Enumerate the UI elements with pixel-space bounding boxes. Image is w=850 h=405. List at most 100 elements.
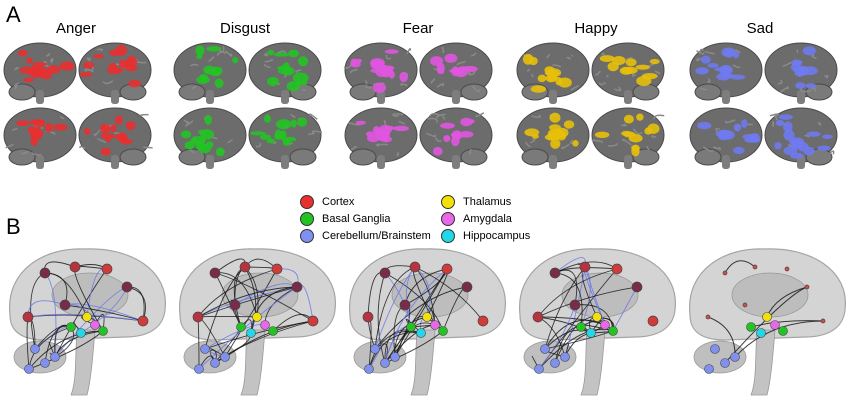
emotion-title-sad: Sad — [746, 20, 774, 37]
brain-set-happy — [516, 42, 665, 169]
cortex-node — [291, 281, 303, 293]
subcortical-node — [416, 328, 426, 338]
legend-label: Hippocampus — [463, 230, 531, 242]
brain-set-anger — [3, 42, 153, 169]
subcortical-node — [778, 326, 788, 336]
legend-label: Basal Ganglia — [322, 213, 391, 225]
cerebellum-node — [370, 344, 380, 354]
brain-render — [343, 42, 418, 104]
cortex-node — [477, 315, 489, 327]
legend-item-basal-ganglia: Basal Ganglia — [300, 212, 391, 226]
brain-render — [78, 42, 152, 104]
cortex-node — [804, 284, 810, 290]
cortex-node — [752, 264, 758, 270]
subcortical-node — [406, 322, 416, 332]
connectivity-network-row — [9, 248, 846, 396]
cortex-node — [461, 281, 473, 293]
brain-render — [516, 107, 590, 169]
cortex-node — [579, 261, 591, 273]
brain-render — [248, 107, 323, 169]
network-brain-1 — [9, 248, 166, 396]
legend-item-amygdala: Amygdala — [441, 212, 512, 226]
subcortical-node — [252, 312, 262, 322]
cortex-node — [379, 267, 391, 279]
emotion-title-anger: Anger — [55, 20, 97, 37]
subcortical-node — [422, 312, 432, 322]
cortex-node — [532, 311, 544, 323]
subcortical-node — [82, 312, 92, 322]
brain-render — [419, 42, 493, 104]
brain-render — [689, 42, 763, 104]
cerebellum-node — [200, 344, 210, 354]
cortex-node — [209, 267, 221, 279]
cortex-node — [631, 281, 643, 293]
subcortical-node — [260, 320, 270, 330]
cortex-node — [549, 267, 561, 279]
legend-label: Cortex — [322, 196, 355, 208]
brain-render — [344, 107, 418, 169]
cortex-node — [784, 266, 790, 272]
legend-item-thalamus: Thalamus — [441, 195, 511, 209]
brain-render — [78, 107, 153, 169]
brain-render — [764, 42, 838, 104]
brain-render — [248, 42, 322, 104]
network-brain-3 — [349, 248, 506, 396]
brain-render — [764, 107, 838, 169]
emotion-title-happy: Happy — [574, 20, 618, 37]
panel-a-label: A — [6, 2, 21, 27]
cortex-node — [101, 263, 113, 275]
panel-b-label: B — [6, 214, 21, 239]
cerebellum-node — [534, 364, 544, 374]
cerebellum-node — [50, 352, 60, 362]
subcortical-node — [236, 322, 246, 332]
brain-render — [689, 107, 763, 169]
emotion-title-fear: Fear — [402, 20, 434, 37]
legend-item-cortex: Cortex — [300, 195, 354, 209]
legend-swatch — [441, 229, 455, 243]
brain-render — [591, 107, 665, 169]
legend-swatch — [300, 195, 314, 209]
cortex-node — [362, 311, 374, 323]
cerebellum-node — [730, 352, 740, 362]
cortex-node — [820, 318, 826, 324]
cortex-node — [722, 270, 728, 276]
network-brain-4 — [519, 248, 676, 396]
cerebellum-node — [40, 358, 50, 368]
cortex-node — [647, 315, 659, 327]
legend-swatch — [300, 212, 314, 226]
subcortical-node — [76, 328, 86, 338]
legend-swatch — [441, 195, 455, 209]
emotion-title-disgust: Disgust — [219, 20, 271, 37]
cerebellum-node — [220, 352, 230, 362]
brain-set-fear — [343, 42, 493, 169]
brain-render — [516, 42, 590, 104]
subcortical-node — [756, 328, 766, 338]
brain-render — [3, 42, 77, 104]
cerebellum-node — [720, 358, 730, 368]
subcortical-node — [746, 322, 756, 332]
network-brain-2 — [179, 248, 336, 396]
cortex-node — [69, 261, 81, 273]
brain-render — [591, 42, 665, 104]
cortex-node — [441, 263, 453, 275]
cerebellum-node — [390, 352, 400, 362]
cortex-node — [239, 261, 251, 273]
legend-label: Thalamus — [463, 196, 512, 208]
cortex-node — [121, 281, 133, 293]
subcortical-node — [770, 320, 780, 330]
brain-render — [419, 107, 493, 169]
cerebellum-node — [550, 358, 560, 368]
subcortical-node — [66, 322, 76, 332]
brain-render — [173, 107, 247, 169]
subcortical-node — [586, 328, 596, 338]
subcortical-node — [430, 320, 440, 330]
cortex-node — [705, 314, 711, 320]
subcortical-node — [608, 326, 618, 336]
cortex-node — [742, 302, 748, 308]
legend-label: Cerebellum/Brainstem — [322, 230, 431, 242]
subcortical-node — [98, 326, 108, 336]
cortex-node — [22, 311, 34, 323]
subcortical-node — [246, 328, 256, 338]
legend-item-cerebellum-brainstem: Cerebellum/Brainstem — [300, 229, 431, 243]
subcortical-node — [438, 326, 448, 336]
